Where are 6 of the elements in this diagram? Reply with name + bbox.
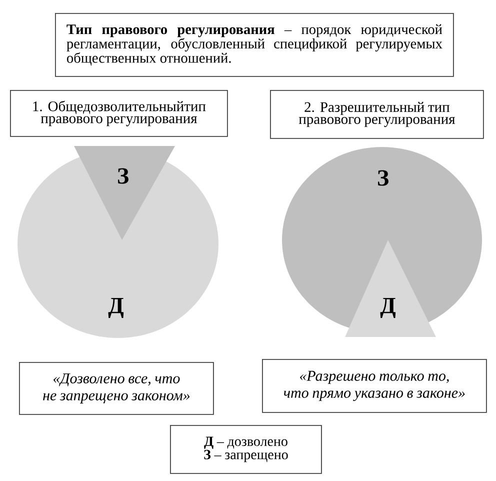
definition-box: Тип правового регулирования – порядок юридической регламентации, обусловленный спецификой регулируемых общественных отношений. — [55, 13, 454, 77]
legend-box: Д – дозволено З – запрещено — [170, 425, 322, 474]
quote-box: «Дозволено все, что не запрещено законом» — [19, 362, 214, 415]
quote-box: «Разрешено только то, что прямо указано в законе» — [262, 359, 487, 413]
type-box: 2. Разрешительный тип правового регулирования — [270, 90, 484, 139]
type-box: 1. Общедозволительныйтип правового регулирования — [10, 90, 228, 137]
